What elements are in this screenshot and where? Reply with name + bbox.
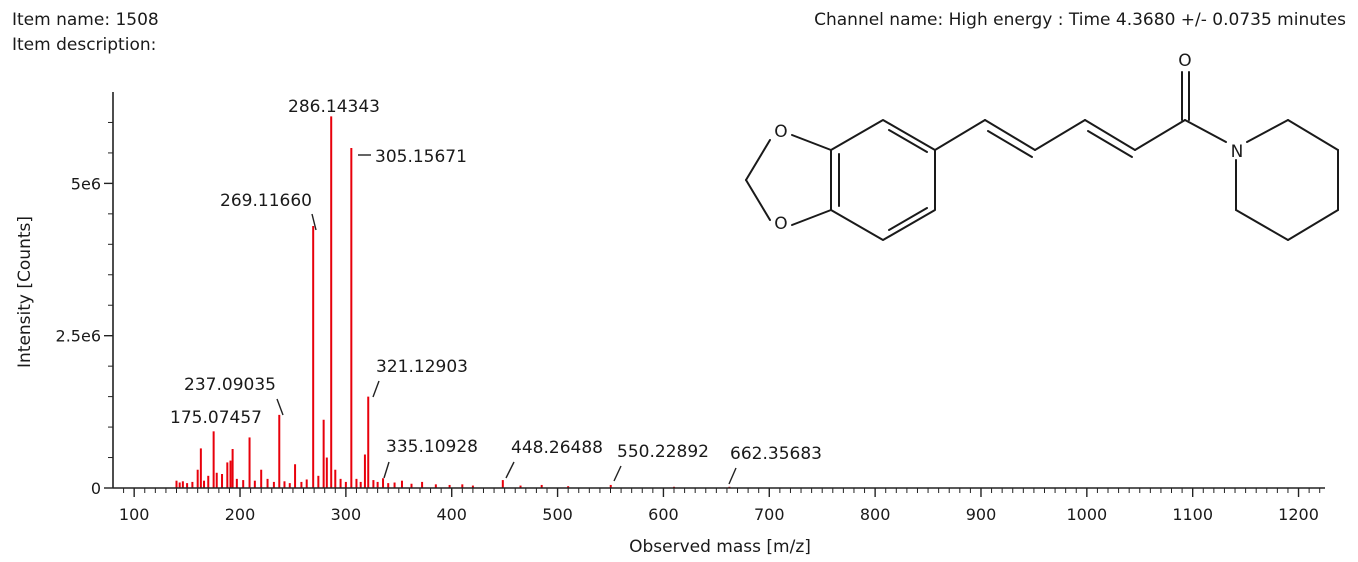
x-tick-label-1200: 1200 <box>1278 505 1319 524</box>
annotation-leader-6 <box>383 461 390 479</box>
y-tick-label-2.5e6: 2.5e6 <box>56 327 101 346</box>
peak-annotation-8: 550.22892 <box>617 442 709 462</box>
x-tick-label-600: 600 <box>648 505 679 524</box>
atom-label-o-bottom: O <box>774 214 787 234</box>
peak-series <box>175 116 731 488</box>
peak-annotation-7: 448.26488 <box>511 438 603 458</box>
peak-annotation-5: 175.07457 <box>170 408 262 428</box>
y-tick-label-5e6: 5e6 <box>71 174 101 193</box>
peak-annotation-0: 286.14343 <box>288 97 380 117</box>
peak-annotations: 286.14343 305.15671 269.11660 321.12903 237.… <box>170 97 822 464</box>
x-tick-label-900: 900 <box>966 505 997 524</box>
annotation-leader-8 <box>613 465 622 482</box>
structure-atom-labels: O O O N <box>774 51 1243 234</box>
x-tick-label-300: 300 <box>331 505 362 524</box>
annotation-leader-9 <box>728 467 737 485</box>
x-tick-label-100: 100 <box>119 505 150 524</box>
peak-annotation-6: 335.10928 <box>386 437 478 457</box>
item-description: Item description: <box>12 35 157 55</box>
y-tick-label-0: 0 <box>91 479 101 498</box>
x-tick-label-700: 700 <box>754 505 785 524</box>
peak-annotation-9: 662.35683 <box>730 444 822 464</box>
x-axis-label: Observed mass [m/z] <box>629 537 811 557</box>
peak-annotation-4: 237.09035 <box>184 375 276 395</box>
x-tick-label-200: 200 <box>225 505 256 524</box>
peak-annotation-3: 321.12903 <box>376 357 468 377</box>
item-name: Item name: 1508 <box>12 10 159 30</box>
peak-annotation-1: 305.15671 <box>375 147 467 167</box>
atom-label-o-carbonyl: O <box>1178 51 1191 71</box>
x-tick-label-1100: 1100 <box>1172 505 1213 524</box>
x-tick-label-1000: 1000 <box>1066 505 1107 524</box>
annotation-leader-7 <box>505 461 515 479</box>
x-tick-label-800: 800 <box>860 505 891 524</box>
atom-label-n: N <box>1231 142 1244 162</box>
axes: 100 200 300 400 500 600 700 800 900 1000 1100 1200 0… <box>56 92 1325 524</box>
peak-annotation-2: 269.11660 <box>220 191 312 211</box>
annotation-leader-4 <box>276 398 284 416</box>
channel-name: Channel name: High energy : Time 4.3680 … <box>814 10 1346 30</box>
x-tick-label-500: 500 <box>542 505 573 524</box>
label-leaders <box>276 154 737 485</box>
y-axis-label: Intensity [Counts] <box>15 216 35 368</box>
annotation-leader-2 <box>311 213 317 231</box>
piperine-structure <box>745 71 1339 241</box>
annotation-leader-3 <box>372 380 380 398</box>
atom-label-o-top: O <box>774 122 787 142</box>
x-tick-label-400: 400 <box>436 505 467 524</box>
